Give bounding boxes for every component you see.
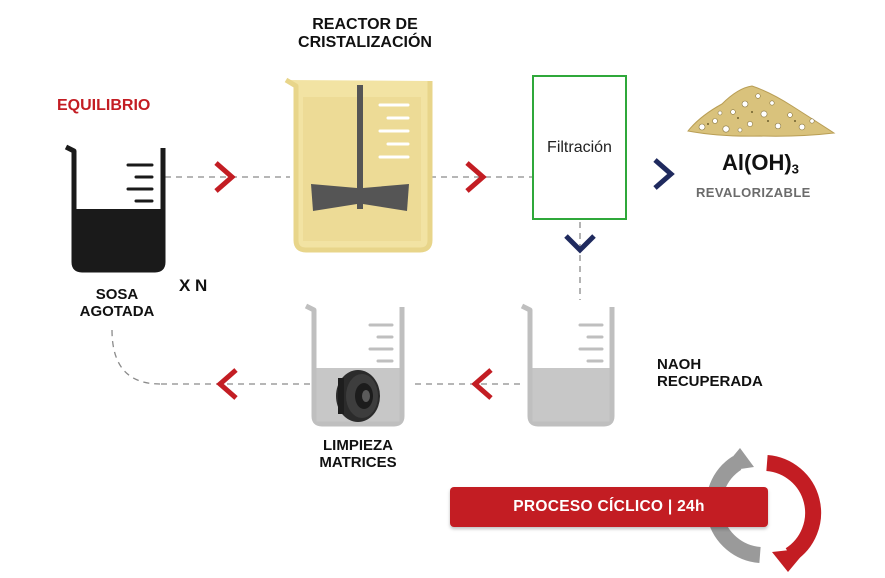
chevron-down-icon	[564, 234, 596, 254]
revalorizable-label: REVALORIZABLE	[696, 185, 811, 200]
limpieza-matrices-label: LIMPIEZA MATRICES	[302, 437, 414, 472]
equilibrio-label: EQUILIBRIO	[57, 97, 151, 114]
reactor-title-line1: REACTOR DE	[312, 16, 418, 33]
product-formula-subscript: 3	[791, 161, 799, 177]
beaker-with-die-icon	[304, 303, 405, 427]
filtracion-label: Filtración	[547, 138, 612, 156]
stirrer-icon	[311, 85, 409, 211]
multiplier-label: X N	[179, 276, 208, 295]
reactor-title-line2: CRISTALIZACIÓN	[298, 34, 432, 52]
filter-icon: Filtración	[532, 75, 627, 220]
product-label: Al(OH)3	[722, 150, 799, 176]
naoh-line1: NAOH	[657, 356, 702, 373]
limpieza-line2: MATRICES	[319, 454, 397, 472]
flow-chevrons	[214, 161, 493, 400]
limpieza-line1: LIMPIEZA	[323, 437, 393, 454]
die-icon	[336, 370, 380, 422]
chevron-right-icon	[653, 158, 675, 190]
sosa-line2: AGOTADA	[79, 303, 155, 321]
naoh-line2: RECUPERADA	[657, 373, 763, 391]
chevron-left-icon	[471, 368, 493, 400]
sosa-agotada-label: SOSA AGOTADA	[66, 286, 168, 321]
cycle-banner-text: PROCESO CÍCLICO | 24h	[513, 498, 705, 515]
beaker-gray-icon	[520, 303, 615, 427]
beaker-dark-icon	[64, 144, 166, 273]
connector-lines	[111, 176, 581, 385]
product-formula: Al(OH)	[722, 150, 792, 175]
chevron-right-icon	[214, 161, 236, 193]
chevron-right-icon	[465, 161, 487, 193]
cycle-banner: PROCESO CÍCLICO | 24h	[450, 487, 768, 527]
reactor-vessel-icon	[284, 77, 433, 253]
powder-pile-icon	[687, 85, 836, 137]
reactor-title: REACTOR DE CRISTALIZACIÓN	[289, 16, 441, 53]
naoh-recuperada-label: NAOH RECUPERADA	[657, 356, 763, 391]
chevron-left-icon	[216, 368, 238, 400]
sosa-line1: SOSA	[95, 286, 139, 303]
